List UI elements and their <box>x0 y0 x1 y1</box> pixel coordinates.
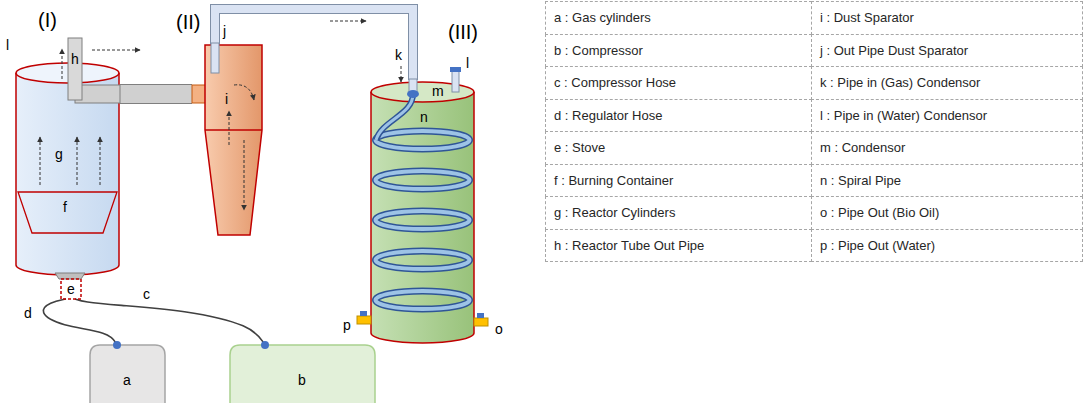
separator-rim <box>205 129 262 131</box>
hose-group <box>75 299 265 345</box>
table-cell: a : Gas cylinders <box>545 1 812 35</box>
flow-arrow <box>77 137 78 185</box>
hose-group <box>43 299 117 345</box>
part-letter: g <box>55 147 63 161</box>
burning-container-outline <box>18 192 117 233</box>
stove: e <box>61 279 81 299</box>
pipe <box>120 85 192 103</box>
flow-arrow <box>92 50 140 51</box>
spiral-coil <box>376 291 470 309</box>
table-cell: b : Compressor <box>545 34 812 68</box>
table-cell: e : Stove <box>545 131 812 165</box>
oil-out-pipe <box>474 318 488 326</box>
part-letter: j <box>223 24 226 38</box>
reactor-cylinder-outline <box>15 35 120 275</box>
spiral-coil-core <box>376 251 470 269</box>
water-in-cap <box>450 67 461 72</box>
burning-container: f <box>18 190 117 235</box>
part-letter: e <box>67 282 75 296</box>
spiral-inlet <box>376 94 413 140</box>
equipment-body <box>90 345 165 403</box>
table-cell: j : Out Pipe Dust Sparator <box>811 34 1083 68</box>
water-in-pipe <box>452 70 459 92</box>
table-cell: p : Pipe Out (Water) <box>811 229 1083 263</box>
spiral-coil <box>376 211 470 229</box>
table-cell: c : Compressor Hose <box>545 66 812 100</box>
section-heading: (II) <box>176 12 200 32</box>
hose <box>75 299 265 345</box>
spiral-coil-core <box>376 211 470 229</box>
table-cell: f : Burning Container <box>545 164 812 198</box>
part-letter: a <box>123 373 131 387</box>
valve-knob <box>113 341 121 349</box>
spiral-coil <box>376 171 470 189</box>
inlet-nozzle <box>192 85 206 103</box>
spiral-coil-core <box>376 171 470 189</box>
hose-letter: d <box>24 306 32 320</box>
flow-arrow <box>330 21 366 22</box>
pipe-joint <box>407 90 419 98</box>
stove-mount <box>55 273 85 279</box>
flow-arrow <box>234 85 254 100</box>
part-letter: n <box>420 110 428 124</box>
part-letter: l <box>6 38 9 52</box>
flow-arrow <box>100 137 101 185</box>
section-heading: (I) <box>38 10 57 30</box>
part-letter: i <box>225 92 228 106</box>
out-pipe-inner <box>211 43 219 73</box>
table-cell: h : Reactor Tube Out Pipe <box>545 229 812 263</box>
table-cell: l : Pipe in (Water) Condensor <box>811 99 1083 133</box>
table-cell: g : Reactor Cylinders <box>545 196 812 230</box>
table-cell: m : Condensor <box>811 131 1083 165</box>
part-letter: p <box>343 318 351 332</box>
table-cell: d : Regulator Hose <box>545 99 812 133</box>
water-out-pipe <box>357 316 371 324</box>
valve-knob <box>261 341 269 349</box>
stove-outline <box>61 279 81 299</box>
part-letter: h <box>71 52 79 66</box>
section-heading: (III) <box>448 22 478 42</box>
condenser-body <box>371 92 474 343</box>
flow-arrow <box>40 137 41 185</box>
table-cell: o : Pipe Out (Bio Oil) <box>811 196 1083 230</box>
gas-cylinder: a <box>90 345 165 403</box>
part-letter: m <box>432 84 444 98</box>
part-letter: f <box>63 200 67 214</box>
compressor: b <box>230 345 375 403</box>
cylinder-body <box>16 73 119 275</box>
spiral-coil <box>376 251 470 269</box>
hose <box>43 299 117 345</box>
table-cell: k : Pipe in (Gas) Condensor <box>811 66 1083 100</box>
flow-arrow <box>62 49 63 79</box>
table-cell: i : Dust Sparator <box>811 1 1083 35</box>
dust-separator-outline <box>192 45 264 237</box>
spiral-inlet-core <box>376 94 413 140</box>
oil-out-cap <box>477 313 484 318</box>
part-letter: b <box>298 373 306 387</box>
flow-arrow <box>401 66 402 82</box>
spiral-coil-core <box>376 291 470 309</box>
flow-arrow <box>229 111 230 145</box>
table-cell: n : Spiral Pipe <box>811 164 1083 198</box>
part-letter: k <box>395 48 402 62</box>
pipe-group <box>120 94 192 95</box>
dust-separator: (II)i <box>192 45 264 237</box>
water-out-cap <box>360 311 367 316</box>
spiral-coil-core <box>376 131 470 149</box>
pipe-outline <box>120 84 192 104</box>
equipment-body <box>230 345 375 403</box>
part-letter: l <box>466 56 469 70</box>
tube-out-pipe <box>68 38 82 100</box>
reactor-cylinder: (I)gf <box>15 35 120 275</box>
hose-letter: c <box>143 287 150 301</box>
flow-arrow <box>244 140 245 210</box>
burning-container-outline <box>18 190 117 235</box>
spiral-coil <box>376 131 470 149</box>
part-letter: o <box>495 322 503 336</box>
